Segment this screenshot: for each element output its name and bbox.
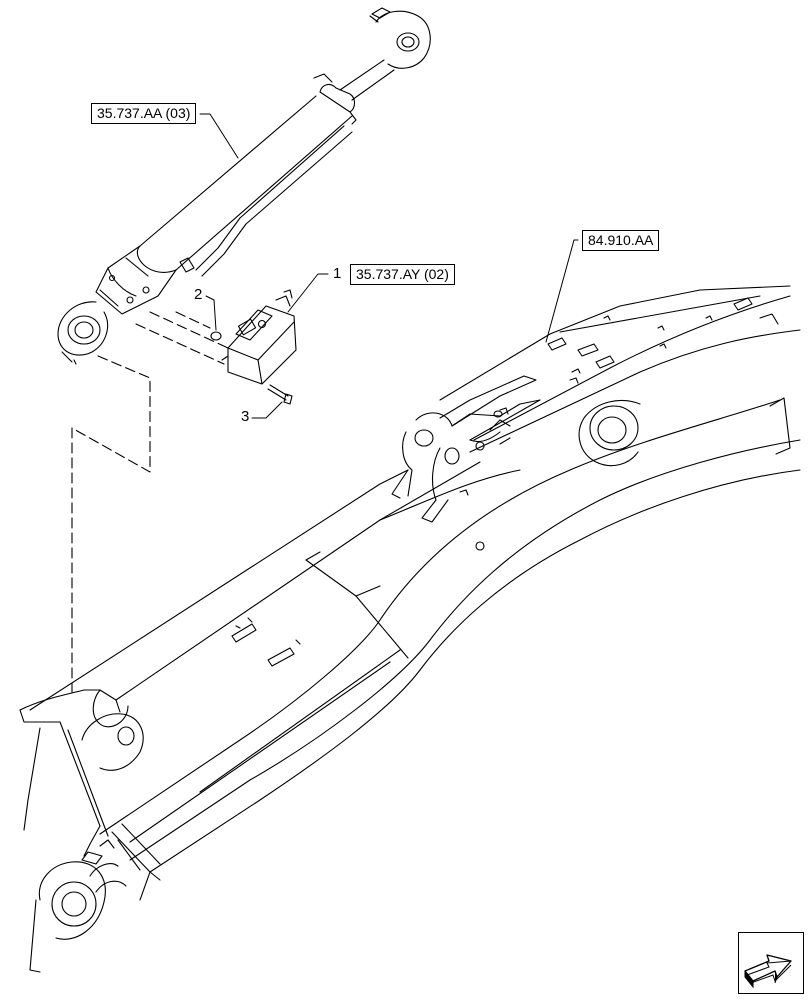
hydraulic-cylinder [57, 7, 431, 365]
cylinder-reference-label: 35.737.AA (03) [97, 105, 191, 121]
boom-reference-box[interactable]: 84.910.AA [582, 230, 660, 251]
next-page-arrow-icon [744, 954, 792, 989]
callout-item-2: 2 [194, 286, 203, 303]
callout-item-1: 1 [333, 265, 342, 282]
o-ring [210, 331, 222, 341]
callout-item-3: 3 [241, 408, 250, 425]
valve-reference-label: 35.737.AY (02) [356, 266, 449, 282]
cylinder-reference-box[interactable]: 35.737.AA (03) [91, 103, 197, 124]
valve-reference-box[interactable]: 35.737.AY (02) [350, 264, 455, 285]
next-page-button[interactable] [738, 932, 804, 994]
boom-assembly [19, 285, 801, 973]
assembly-guide-lines [71, 311, 229, 693]
hose-burst-valve [221, 289, 297, 385]
leader-lines [199, 113, 579, 419]
mounting-bolt [267, 384, 293, 405]
boom-reference-label: 84.910.AA [588, 232, 654, 248]
